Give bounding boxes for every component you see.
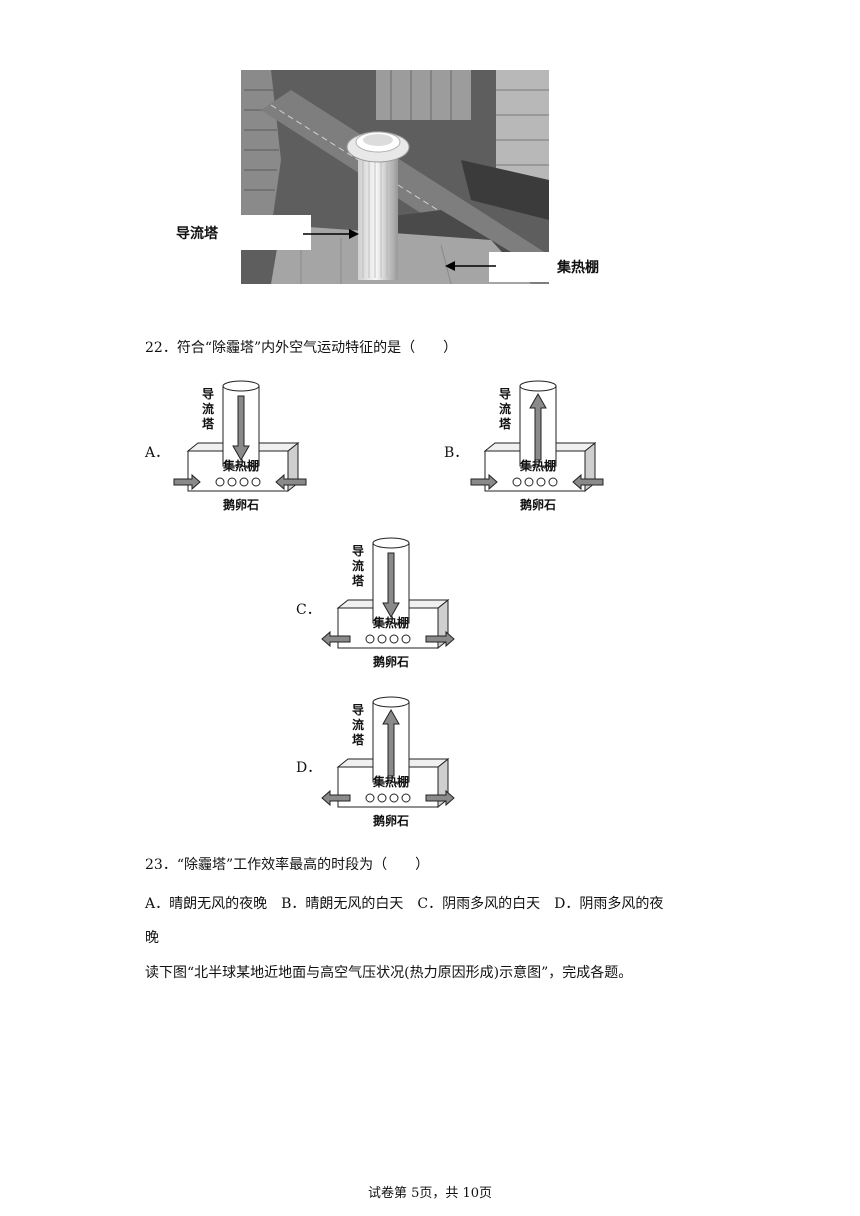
- tower-top: [519, 380, 557, 392]
- shed-label: 集热棚: [372, 615, 409, 630]
- tower-flow-arrow: [382, 708, 400, 777]
- right-inflow-arrow: [572, 473, 604, 491]
- left-inflow-arrow: [470, 473, 498, 491]
- pebble: [389, 793, 399, 803]
- shed-label: 集热棚: [519, 458, 556, 473]
- tower-flow-arrow: [529, 392, 547, 461]
- pebble-label: 鹅卵石: [223, 497, 259, 512]
- q22-stem: 22．符合“除霾塔”内外空气运动特征的是（ ）: [145, 340, 458, 356]
- tower-vertical-label-char: 导: [499, 386, 511, 401]
- pebble: [227, 477, 237, 487]
- pebble: [251, 477, 261, 487]
- pebble: [239, 477, 249, 487]
- q22-option-a-letter[interactable]: A．: [145, 445, 170, 461]
- q23-stem: 23．“除霾塔”工作效率最高的时段为（ ）: [145, 857, 430, 873]
- pebble-label: 鹅卵石: [520, 497, 556, 512]
- tower-vertical-label-char: 流: [499, 401, 511, 416]
- pebble: [365, 634, 375, 644]
- right-outflow-arrow: [425, 630, 455, 648]
- pebble: [377, 793, 387, 803]
- tower-vertical-label-char: 塔: [202, 416, 215, 431]
- tower-vertical-label-char: 导: [352, 543, 364, 558]
- tower-vertical-label-char: 流: [352, 558, 364, 573]
- tower-vertical-label-char: 塔: [499, 416, 512, 431]
- tower-top: [372, 696, 410, 708]
- tower-top: [222, 380, 260, 392]
- right-inflow-arrow: [275, 473, 307, 491]
- tower-vertical-label-char: 塔: [352, 732, 365, 747]
- left-outflow-arrow: [321, 789, 351, 807]
- right-outflow-arrow: [425, 789, 455, 807]
- tower-flow-arrow: [382, 552, 400, 619]
- tower-vertical-label-char: 导: [202, 386, 214, 401]
- pebble: [215, 477, 225, 487]
- pebble: [536, 477, 546, 487]
- pebble-label: 鹅卵石: [373, 813, 409, 828]
- tower-photo: 导流塔 集热棚: [241, 70, 549, 284]
- tower-top: [372, 537, 410, 549]
- tower-vertical-label-char: 流: [352, 717, 364, 732]
- pebble: [401, 793, 411, 803]
- left-outflow-arrow: [321, 630, 351, 648]
- pebble: [389, 634, 399, 644]
- page-footer: 试卷第 5页，共 10页: [367, 1186, 493, 1201]
- pebble: [548, 477, 558, 487]
- shed-label-outside: 集热棚: [557, 260, 599, 276]
- pebble: [401, 634, 411, 644]
- tower-flow-arrow: [232, 395, 250, 462]
- q22-option-d-letter[interactable]: D．: [296, 760, 322, 776]
- pebble: [377, 634, 387, 644]
- tower-vertical-label-char: 塔: [352, 573, 365, 588]
- next-group-intro: 读下图“北半球某地近地面与高空气压状况(热力原因形成)示意图”，完成各题。: [145, 965, 633, 981]
- left-inflow-arrow: [173, 473, 201, 491]
- pebble: [512, 477, 522, 487]
- shed-label: 集热棚: [372, 774, 409, 789]
- q23-options-line2[interactable]: 晚: [145, 930, 159, 946]
- q22-option-b-letter[interactable]: B．: [444, 445, 469, 461]
- tower-vertical-label-char: 流: [202, 401, 214, 416]
- q23-options-line1[interactable]: A．晴朗无风的夜晚 B．晴朗无风的白天 C．阴雨多风的白天 D．阴雨多风的夜: [145, 896, 664, 912]
- pebble-label: 鹅卵石: [373, 654, 409, 669]
- pebble: [524, 477, 534, 487]
- shed-front: [187, 450, 289, 492]
- pebble: [365, 793, 375, 803]
- tower-vertical-label-char: 导: [352, 702, 364, 717]
- shed-label: 集热棚: [222, 458, 259, 473]
- tower-label-outside: 导流塔: [176, 226, 218, 242]
- q22-option-c-letter[interactable]: C．: [296, 602, 321, 618]
